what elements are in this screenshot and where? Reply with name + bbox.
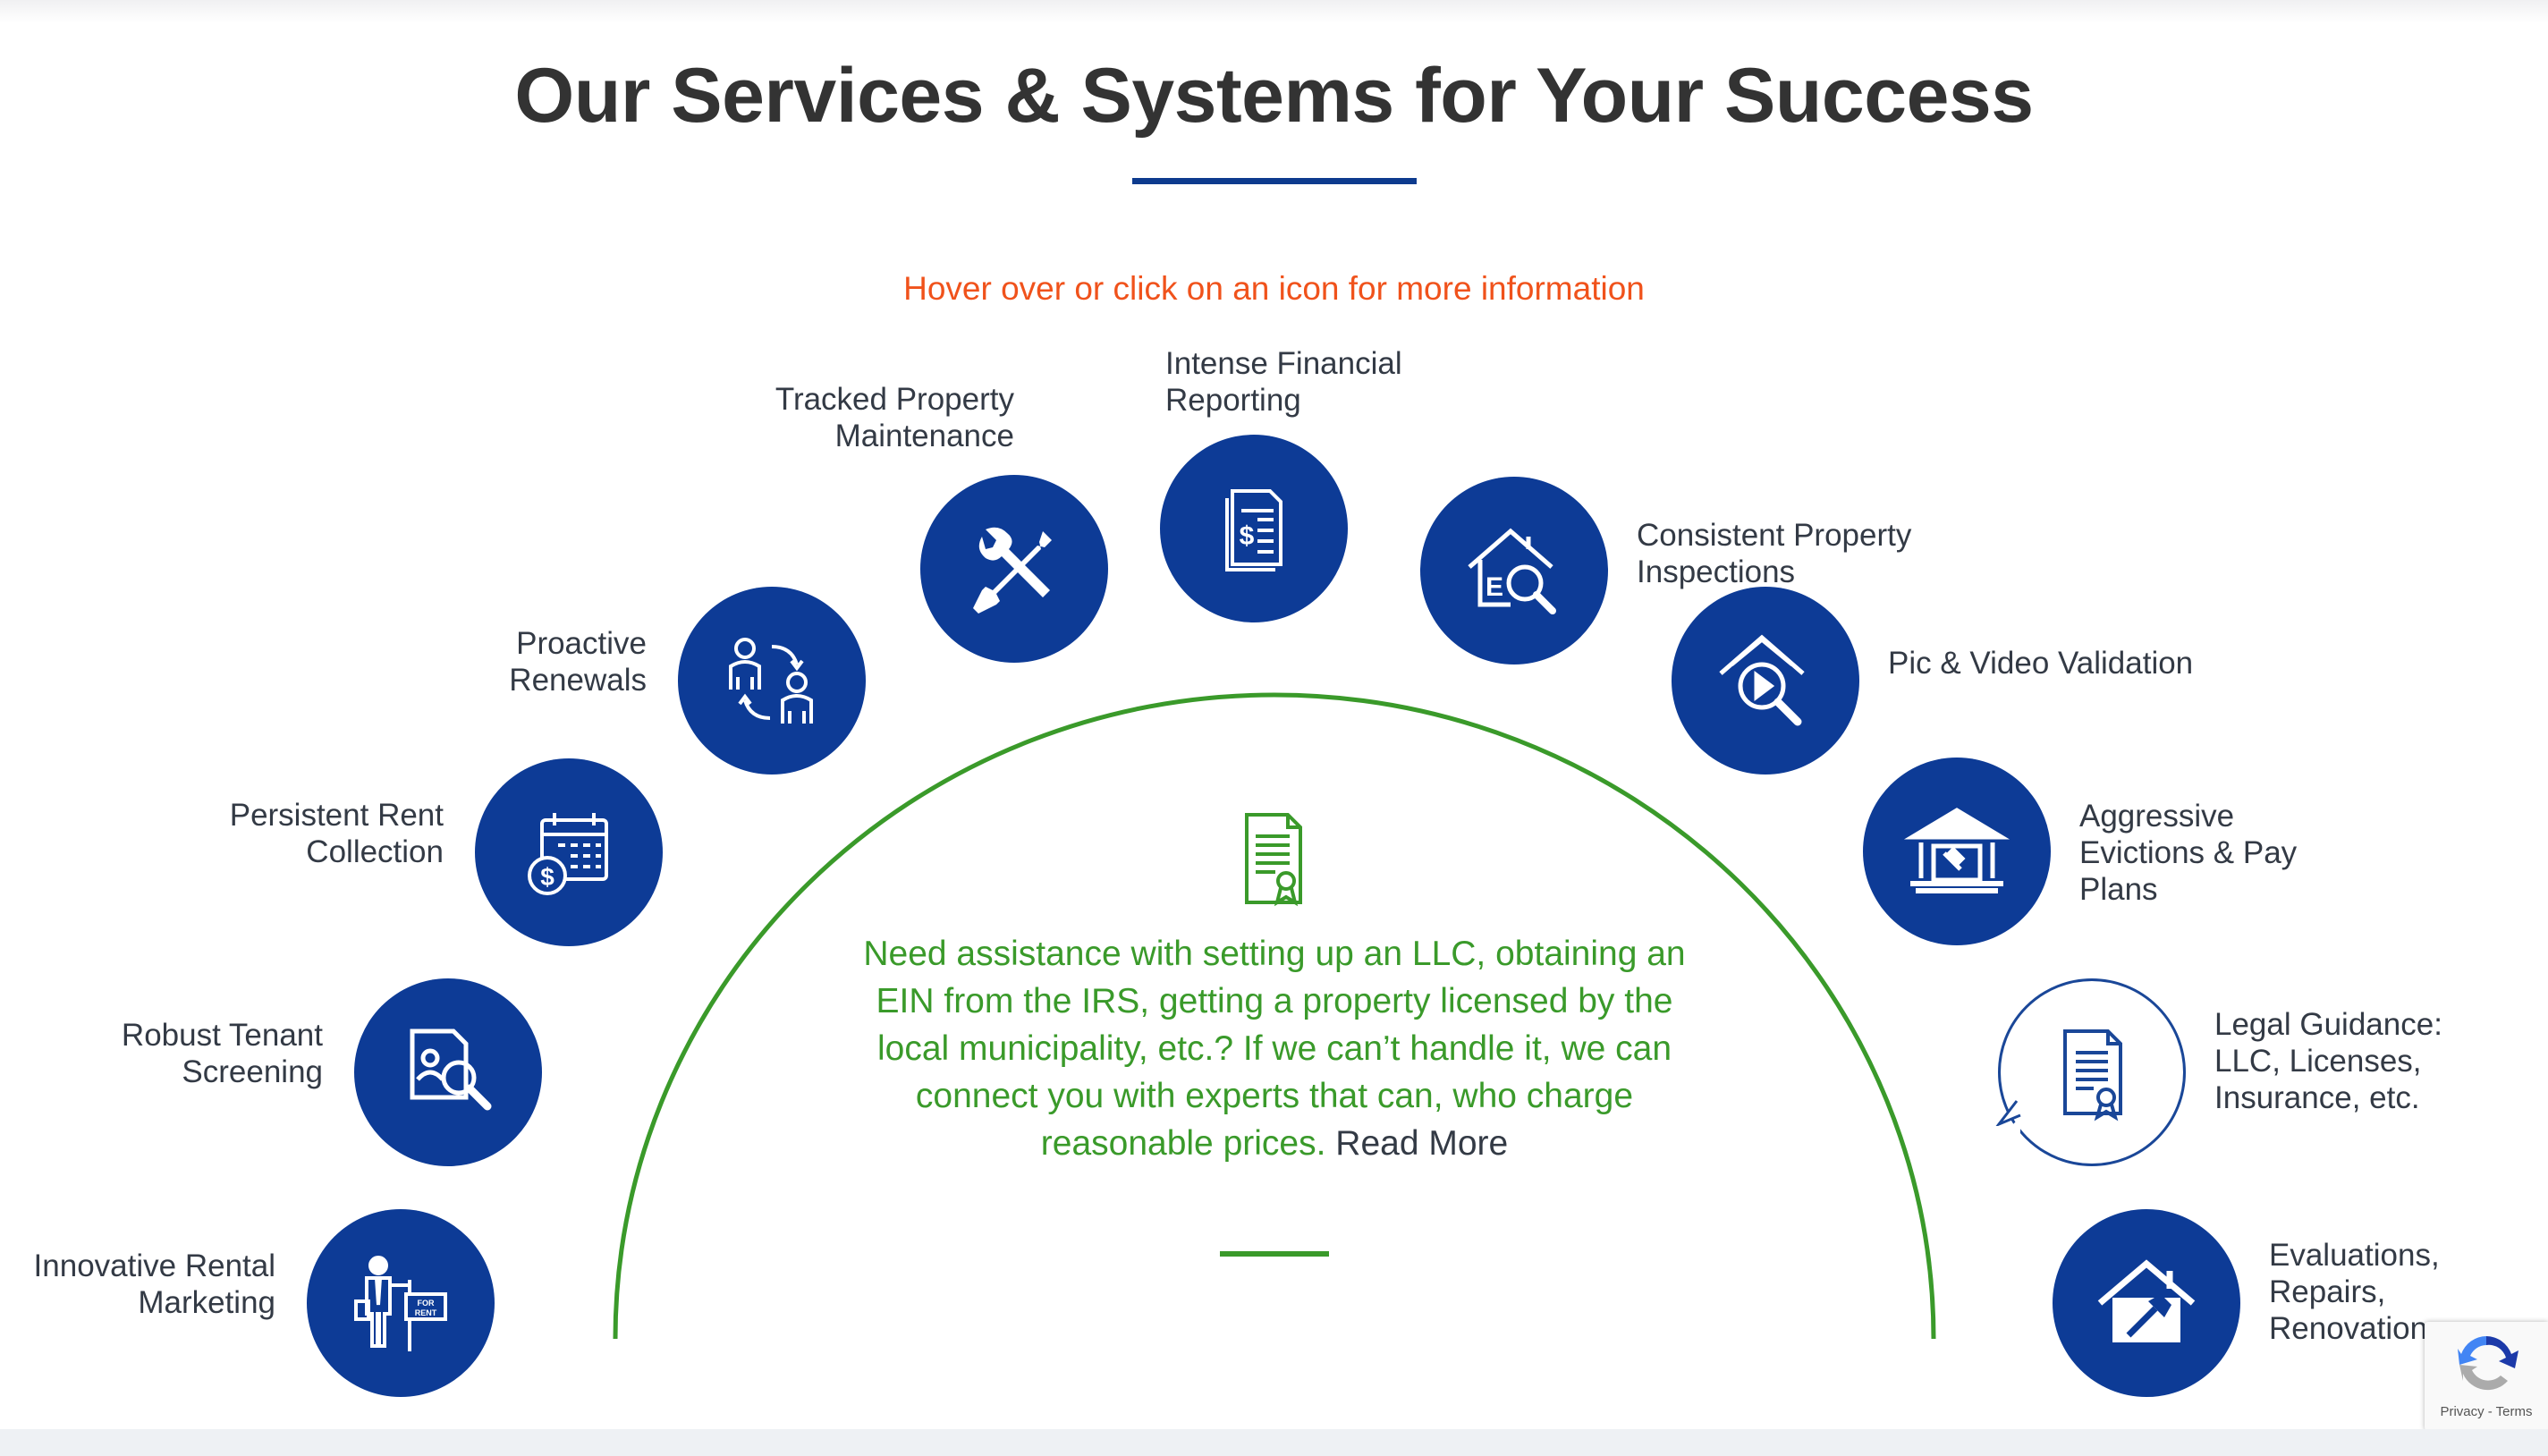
title-underline [1132,178,1417,184]
service-circle[interactable] [678,587,866,775]
detail-body: Need assistance with setting up an LLC, … [863,935,1686,1163]
service-detail-text: Need assistance with setting up an LLC, … [859,930,1690,1167]
service-circle[interactable]: $ [1160,435,1348,622]
top-bar [0,0,2548,23]
service-circle-active[interactable] [1998,978,2186,1166]
legal-certificate-icon [1245,813,1302,907]
house-inspection-icon: E [1468,528,1556,614]
bubble-tail [1995,1100,2021,1126]
legal-certificate-icon [2063,1029,2122,1122]
bottom-bar [0,1429,2548,1456]
service-label: Pic & Video Validation [1888,646,2194,681]
service-label: Legal Guidance:LLC, Licenses,Insurance, … [2214,1007,2442,1115]
svg-text:RENT: RENT [415,1308,437,1317]
read-more-link[interactable]: Read More [1335,1124,1509,1163]
house-video-icon [1719,634,1805,726]
document-search-icon [410,1029,492,1111]
service-label: Evaluations,Repairs,Renovations [2269,1238,2443,1346]
people-cycle-icon [729,638,813,724]
service-circle[interactable] [1672,587,1859,775]
svg-text:FOR: FOR [418,1299,435,1308]
service-circle[interactable]: FOR RENT [307,1209,495,1397]
service-circle[interactable] [2053,1209,2240,1397]
svg-text:$: $ [1240,521,1255,551]
service-circle[interactable] [1863,758,2051,945]
hover-hint: Hover over or click on an icon for more … [903,270,1645,307]
service-circle[interactable]: $ [475,758,663,946]
financial-report-icon: $ [1225,489,1282,571]
service-circle[interactable] [920,475,1108,663]
service-circle[interactable] [354,978,542,1166]
recaptcha-links[interactable]: Privacy - Terms [2440,1404,2533,1419]
recaptcha-badge[interactable]: Privacy - Terms [2425,1322,2548,1431]
recaptcha-logo-icon [2458,1336,2518,1391]
detail-underline [1220,1251,1329,1257]
calendar-dollar-icon: $ [528,813,608,895]
for-rent-agent-icon: FOR RENT [354,1256,447,1351]
wrench-screwdriver-icon [973,527,1052,614]
courthouse-gavel-icon [1903,808,2010,893]
svg-text:$: $ [540,863,554,891]
service-circle[interactable]: E [1420,477,1608,665]
page-title: Our Services & Systems for Your Success [514,53,2034,139]
svg-text:E: E [1486,572,1503,602]
house-hammer-icon [2097,1259,2196,1342]
